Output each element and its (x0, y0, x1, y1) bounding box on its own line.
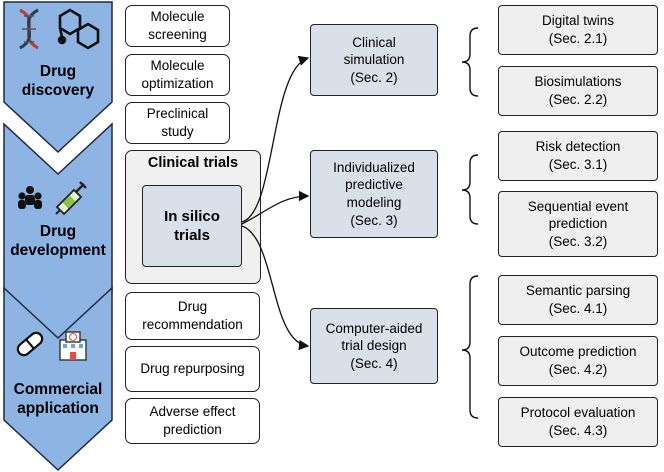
preclinical-study-box: Preclinical study (125, 102, 230, 144)
brace-predictive-modeling (461, 154, 479, 225)
molecule-icon (57, 8, 100, 50)
biosimulations-box: Biosimulations (Sec. 2.2) (498, 66, 658, 116)
clinical-simulation-box: Clinical simulation (Sec. 2) (310, 24, 438, 96)
hospital-icon (59, 331, 87, 361)
molecule-screening-box: Molecule screening (125, 5, 230, 47)
predictive-modeling-box: Individualized predictive modeling (Sec.… (310, 150, 438, 238)
adverse-effect-prediction-box: Adverse effect prediction (125, 398, 260, 444)
arrow-to-predictive-modeling (241, 190, 310, 225)
arrow-to-trial-design (241, 225, 310, 351)
stage-label-commercial-application: Commercial application (13, 381, 103, 418)
syringe-icon (55, 181, 87, 216)
risk-detection-box: Risk detection (Sec. 3.1) (498, 131, 658, 181)
people-icon (18, 186, 42, 209)
pill-icon (16, 331, 44, 357)
commercial-application-chevron (3, 286, 113, 472)
clinical-trials-title: Clinical trials (147, 155, 239, 171)
sequential-event-prediction-box: Sequential event prediction (Sec. 3.2) (498, 191, 658, 257)
dna-icon (19, 8, 39, 50)
digital-twins-box: Digital twins (Sec. 2.1) (498, 5, 658, 55)
protocol-evaluation-box: Protocol evaluation (Sec. 4.3) (498, 397, 658, 447)
stage-label-drug-development: Drug development (10, 223, 106, 260)
semantic-parsing-box: Semantic parsing (Sec. 4.1) (498, 275, 658, 325)
drug-discovery-chevron (3, 1, 113, 154)
drug-repurposing-box: Drug repurposing (125, 346, 260, 392)
trial-design-box: Computer-aided trial design (Sec. 4) (310, 308, 438, 384)
arrow-to-clinical-simulation (241, 55, 310, 223)
in-silico-trials-box: In silico trials (142, 185, 242, 267)
drug-recommendation-box: Drug recommendation (125, 292, 260, 340)
stage-label-drug-discovery: Drug discovery (21, 63, 95, 100)
brace-clinical-simulation (461, 27, 479, 97)
brace-trial-design (461, 275, 479, 419)
molecule-optimization-box: Molecule optimization (125, 54, 230, 96)
outcome-prediction-box: Outcome prediction (Sec. 4.2) (498, 336, 658, 386)
